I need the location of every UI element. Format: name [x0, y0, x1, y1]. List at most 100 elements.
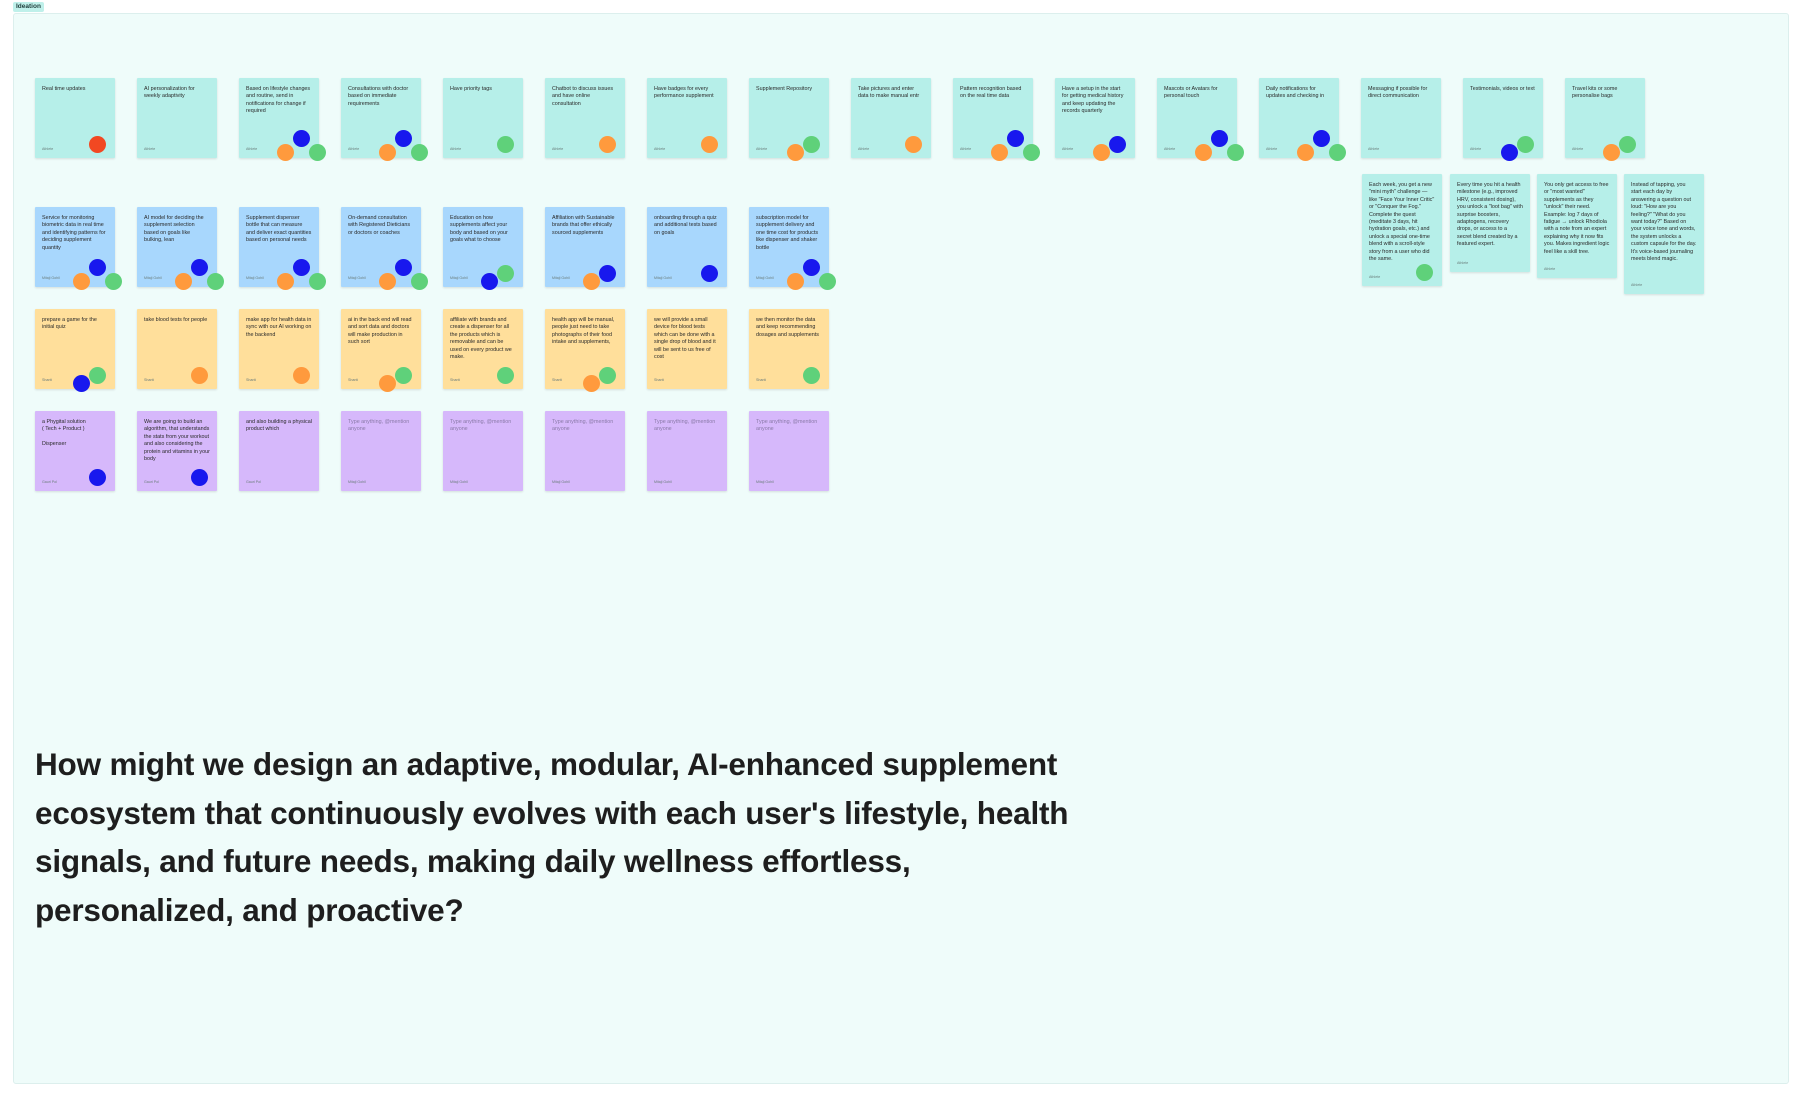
sticky-note[interactable]: Service for monitoring biometric data in…	[35, 207, 122, 290]
green-vote-dot[interactable]	[1227, 144, 1244, 161]
sticky-text[interactable]: Supplement Repository	[756, 86, 813, 92]
blue-vote-dot[interactable]	[1211, 130, 1228, 147]
blue-vote-dot[interactable]	[191, 469, 208, 486]
blue-vote-dot[interactable]	[1501, 144, 1518, 161]
sticky-text[interactable]: Service for monitoring biometric data in…	[42, 215, 106, 251]
sticky-placeholder-text[interactable]: Type anything, @mention anyone	[552, 419, 614, 433]
sticky-text[interactable]: health app will be manual, people just n…	[552, 317, 615, 346]
green-vote-dot[interactable]	[411, 144, 428, 161]
sticky-note[interactable]: Supplement dispenser bottle that can mea…	[239, 207, 326, 290]
orange-vote-dot[interactable]	[73, 273, 90, 290]
orange-vote-dot[interactable]	[991, 144, 1008, 161]
sticky-note[interactable]: Have badges for every performance supple…	[647, 78, 727, 158]
sticky-text[interactable]: AI model for deciding the supplement sel…	[144, 215, 204, 244]
sticky-note[interactable]: Daily notifications for updates and chec…	[1259, 78, 1346, 161]
sticky-text[interactable]: ai in the back end will read and sort da…	[348, 317, 412, 346]
sticky-text[interactable]: AI personalization for weekly adaptivity	[144, 86, 195, 100]
blue-vote-dot[interactable]	[395, 130, 412, 147]
blue-vote-dot[interactable]	[293, 259, 310, 276]
green-vote-dot[interactable]	[1517, 136, 1534, 153]
green-vote-dot[interactable]	[309, 273, 326, 290]
orange-vote-dot[interactable]	[583, 273, 600, 290]
sticky-note[interactable]: Chatbot to discuss issues and have onlin…	[545, 78, 625, 158]
sticky-text[interactable]: Testimonials, videos or text	[1470, 86, 1535, 92]
green-vote-dot[interactable]	[1329, 144, 1346, 161]
orange-vote-dot[interactable]	[293, 367, 310, 384]
sticky-note[interactable]: Consultations with doctor based on immed…	[341, 78, 428, 161]
sticky-placeholder-text[interactable]: Type anything, @mention anyone	[450, 419, 512, 433]
blue-vote-dot[interactable]	[191, 259, 208, 276]
orange-vote-dot[interactable]	[1093, 144, 1110, 161]
sticky-text[interactable]: Instead of tapping, you start each day b…	[1631, 182, 1697, 263]
blue-vote-dot[interactable]	[73, 375, 90, 392]
sticky-note[interactable]: We are going to build an algorithm, that…	[137, 411, 217, 491]
sticky-note[interactable]: a Phygital solution ( Tech + Product ) D…	[35, 411, 115, 491]
green-vote-dot[interactable]	[803, 367, 820, 384]
orange-vote-dot[interactable]	[191, 367, 208, 384]
sticky-text[interactable]: On-demand consultation with Registered D…	[348, 215, 411, 236]
sticky-text[interactable]: Based on lifestyle changes and routine, …	[246, 86, 311, 115]
sticky-text[interactable]: prepare a game for the initial quiz	[42, 317, 97, 331]
sticky-text[interactable]: Pattern recognition based on the real ti…	[960, 86, 1022, 100]
sticky-text[interactable]: Chatbot to discuss issues and have onlin…	[552, 86, 614, 107]
sticky-note[interactable]: AI model for deciding the supplement sel…	[137, 207, 224, 290]
blue-vote-dot[interactable]	[481, 273, 498, 290]
orange-vote-dot[interactable]	[583, 375, 600, 392]
sticky-note[interactable]: AI personalization for weekly adaptivity…	[137, 78, 217, 158]
sticky-text[interactable]: Real time updates	[42, 86, 86, 92]
sticky-note[interactable]: You only get access to free or "most wan…	[1537, 174, 1617, 278]
orange-vote-dot[interactable]	[701, 136, 718, 153]
sticky-text[interactable]: and also building a physical product whi…	[246, 419, 312, 433]
sticky-note[interactable]: we will provide a small device for blood…	[647, 309, 727, 389]
sticky-note[interactable]: affiliate with brands and create a dispe…	[443, 309, 523, 389]
sticky-placeholder-text[interactable]: Type anything, @mention anyone	[654, 419, 716, 433]
sticky-note[interactable]: Based on lifestyle changes and routine, …	[239, 78, 326, 161]
orange-vote-dot[interactable]	[599, 136, 616, 153]
sticky-note[interactable]: and also building a physical product whi…	[239, 411, 319, 491]
orange-vote-dot[interactable]	[905, 136, 922, 153]
green-vote-dot[interactable]	[207, 273, 224, 290]
sticky-text[interactable]: Messaging if possible for direct communi…	[1368, 86, 1428, 100]
orange-vote-dot[interactable]	[1297, 144, 1314, 161]
sticky-text[interactable]: Travel kits or some personalise bags	[1572, 86, 1618, 100]
green-vote-dot[interactable]	[497, 265, 514, 282]
sticky-text[interactable]: take blood tests for people	[144, 317, 208, 323]
sticky-note[interactable]: Every time you hit a health milestone (e…	[1450, 174, 1530, 272]
green-vote-dot[interactable]	[1023, 144, 1040, 161]
sticky-text[interactable]: Each week, you get a new "mini myth" cha…	[1369, 182, 1435, 263]
sticky-note[interactable]: subscription model for supplement delive…	[749, 207, 836, 290]
sticky-note[interactable]: Education on how supplements affect your…	[443, 207, 523, 290]
sticky-text[interactable]: Mascots or Avatars for personal touch	[1164, 86, 1218, 100]
orange-vote-dot[interactable]	[379, 273, 396, 290]
section-label[interactable]: Ideation	[13, 2, 44, 12]
sticky-note[interactable]: Instead of tapping, you start each day b…	[1624, 174, 1704, 294]
green-vote-dot[interactable]	[309, 144, 326, 161]
sticky-text[interactable]: Have badges for every performance supple…	[654, 86, 714, 100]
green-vote-dot[interactable]	[497, 367, 514, 384]
blue-vote-dot[interactable]	[1007, 130, 1024, 147]
sticky-note[interactable]: Take pictures and enter data to make man…	[851, 78, 931, 158]
green-vote-dot[interactable]	[599, 367, 616, 384]
blue-vote-dot[interactable]	[701, 265, 718, 282]
sticky-note[interactable]: Messaging if possible for direct communi…	[1361, 78, 1441, 158]
sticky-note[interactable]: Each week, you get a new "mini myth" cha…	[1362, 174, 1442, 286]
sticky-text[interactable]: We are going to build an algorithm, that…	[144, 419, 210, 463]
sticky-text[interactable]: onboarding through a quiz and additional…	[654, 215, 717, 236]
green-vote-dot[interactable]	[803, 136, 820, 153]
sticky-text[interactable]: Daily notifications for updates and chec…	[1266, 86, 1325, 100]
blue-vote-dot[interactable]	[89, 469, 106, 486]
sticky-text[interactable]: affiliate with brands and create a dispe…	[450, 317, 512, 361]
